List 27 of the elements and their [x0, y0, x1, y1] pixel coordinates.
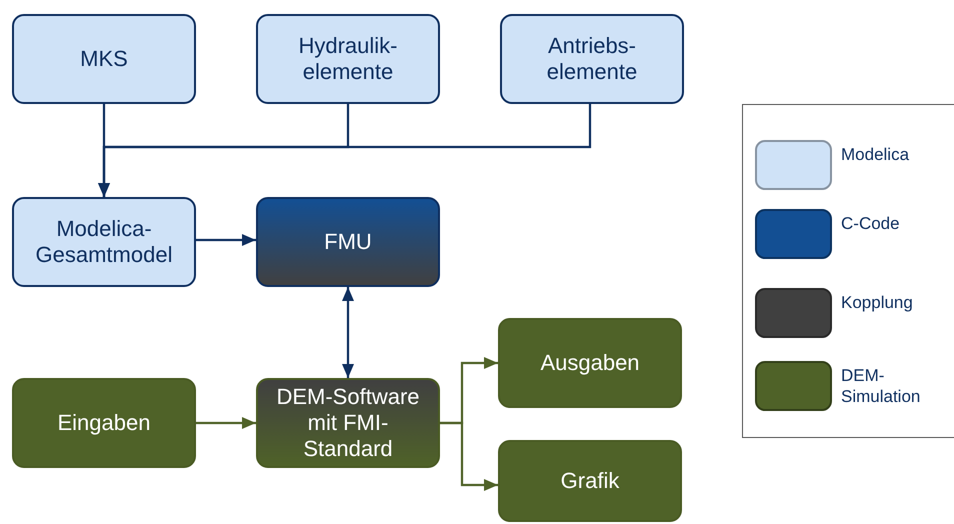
arrow: [196, 417, 256, 429]
process-box: [498, 318, 682, 408]
box-label: Antriebs-elemente: [546, 33, 638, 85]
legend-label: Kopplung: [841, 292, 914, 313]
process-box: [12, 197, 196, 287]
box-label: Modelica-Gesamtmodel: [34, 216, 174, 268]
arrow: [342, 287, 354, 378]
process-box: [256, 378, 440, 468]
process-box: [256, 197, 440, 287]
box-label: MKS: [79, 46, 129, 72]
arrow: [98, 104, 592, 197]
process-box: [498, 440, 682, 522]
box-label: Hydraulik-elemente: [297, 33, 399, 85]
box-label: Ausgaben: [539, 350, 641, 376]
arrow: [196, 234, 256, 246]
process-box: [12, 378, 196, 468]
box-label: FMU: [323, 229, 373, 255]
process-box: [500, 14, 684, 104]
box-label: Eingaben: [56, 410, 152, 436]
process-box: [12, 14, 196, 104]
legend-label: DEM-Simulation: [841, 365, 922, 407]
legend-label: Modelica: [841, 144, 910, 165]
process-box: [256, 14, 440, 104]
box-label: Grafik: [560, 468, 620, 494]
box-label: DEM-Software mit FMI-Standard: [275, 384, 421, 462]
legend-label: C-Code: [841, 213, 901, 234]
arrow: [440, 422, 498, 491]
